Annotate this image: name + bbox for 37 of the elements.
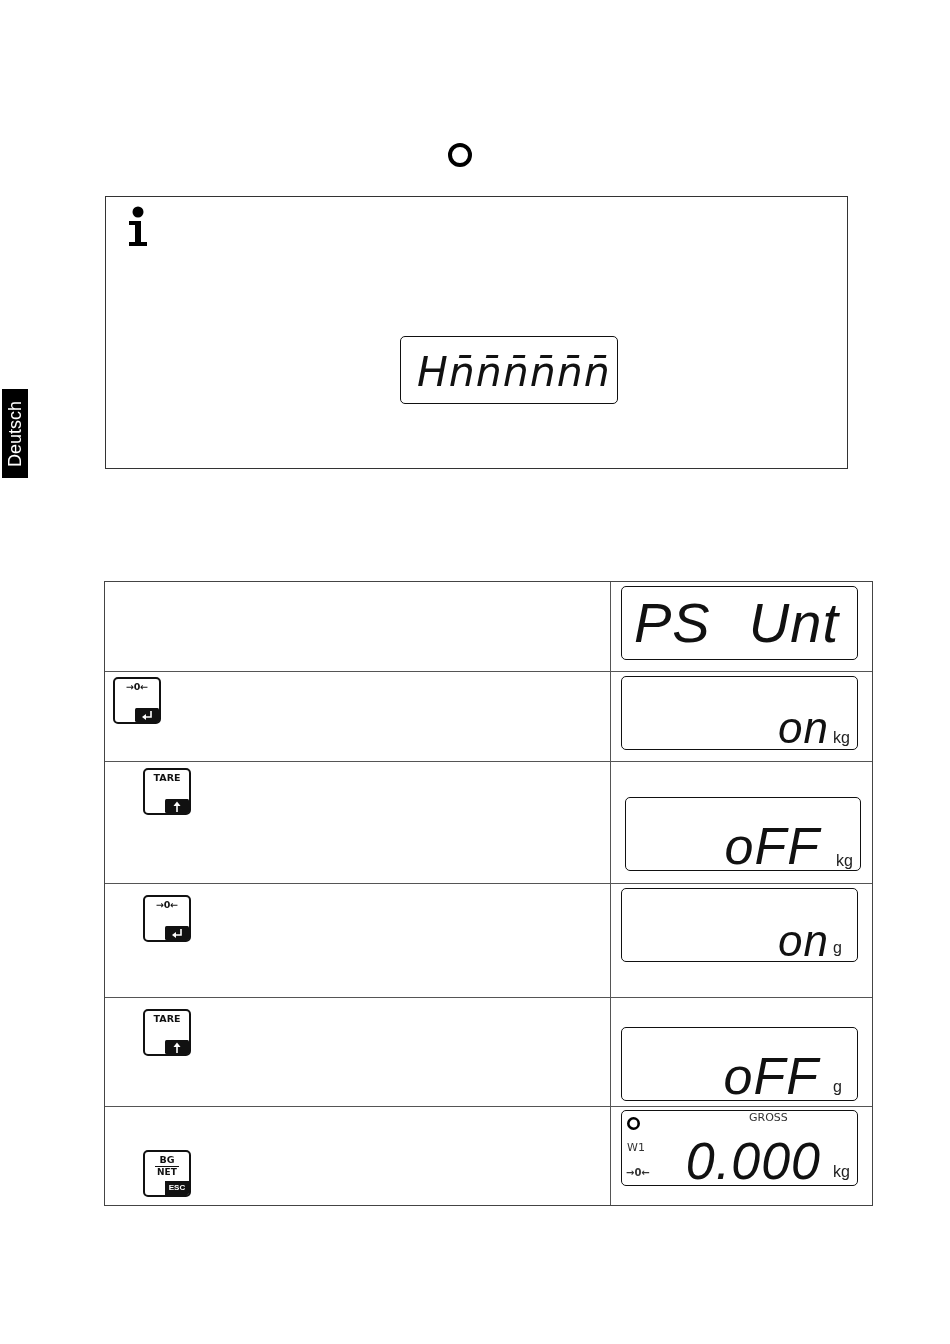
language-tab: Deutsch	[2, 389, 28, 478]
key-corner-label: ESC	[165, 1181, 189, 1195]
lcd-display	[621, 586, 858, 660]
lcd-display	[621, 888, 858, 962]
lcd-display	[400, 336, 618, 404]
lcd-readout: oFF	[724, 823, 820, 870]
lcd-readout: Hn̄n̄n̄n̄n̄n̄	[417, 352, 611, 393]
status-label: →0←	[626, 1167, 650, 1179]
lcd-readout: PS	[634, 598, 711, 649]
unit-label: g	[833, 939, 842, 958]
unit-label: kg	[833, 1163, 850, 1182]
lcd-readout: Unt	[748, 598, 839, 649]
lcd-readout: on	[778, 708, 829, 748]
key-label: →0←	[125, 682, 149, 693]
status-label: GROSS	[749, 1112, 788, 1125]
status-label: W1	[627, 1142, 645, 1155]
lcd-display	[621, 1027, 858, 1101]
key-label: TARE	[153, 773, 181, 784]
keypad-key	[143, 895, 191, 942]
key-label: →0←	[155, 900, 179, 911]
keypad-key	[143, 1150, 191, 1197]
lcd-display	[625, 797, 861, 871]
keypad-key	[143, 1009, 191, 1056]
lcd-readout: oFF	[723, 1053, 819, 1100]
keypad-key	[113, 677, 161, 724]
key-label: TARE	[153, 1014, 181, 1025]
unit-label: kg	[836, 852, 853, 871]
unit-label: kg	[833, 729, 850, 748]
unit-label: g	[833, 1078, 842, 1097]
key-label: BG	[159, 1155, 175, 1166]
lcd-display	[621, 676, 858, 750]
lcd-display	[621, 1110, 858, 1186]
lcd-readout: on	[778, 921, 829, 961]
key-label: NET	[157, 1168, 177, 1179]
keypad-key	[143, 768, 191, 815]
lcd-readout: 0.000	[685, 1138, 821, 1185]
note-box	[105, 196, 848, 469]
